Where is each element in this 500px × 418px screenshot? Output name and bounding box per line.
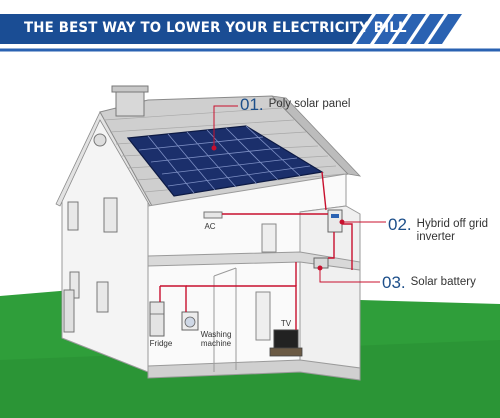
callout-number: 03.: [382, 273, 406, 292]
callout-text: Poly solar panel: [268, 98, 351, 110]
callout-text: Solar battery: [410, 276, 476, 288]
wiring: [159, 171, 353, 330]
callout-solar-panel: 01. Poly solar panel: [240, 96, 350, 114]
ac-unit: [203, 211, 223, 219]
header-banner: [0, 14, 500, 52]
banner-title: THE BEST WAY TO LOWER YOUR ELECTRICITY B…: [24, 20, 407, 36]
callout-number: 02.: [388, 215, 412, 234]
fridge-label: Fridge: [149, 339, 173, 348]
tv-label: TV: [280, 319, 292, 328]
fridge: [149, 301, 165, 337]
callout-battery: 03. Solar battery: [382, 274, 476, 292]
tv: [273, 329, 299, 349]
callout-inverter: 02. Hybrid off grid inverter: [388, 216, 496, 244]
solar-panel-array: [126, 125, 324, 197]
callout-leaders: [211, 105, 386, 283]
chimney: [115, 89, 145, 117]
washing-machine-label: Washing machine: [200, 330, 232, 348]
callout-number: 01.: [240, 95, 264, 114]
callout-text: Hybrid off grid inverter: [416, 218, 489, 243]
ac-label: AC: [204, 222, 216, 231]
